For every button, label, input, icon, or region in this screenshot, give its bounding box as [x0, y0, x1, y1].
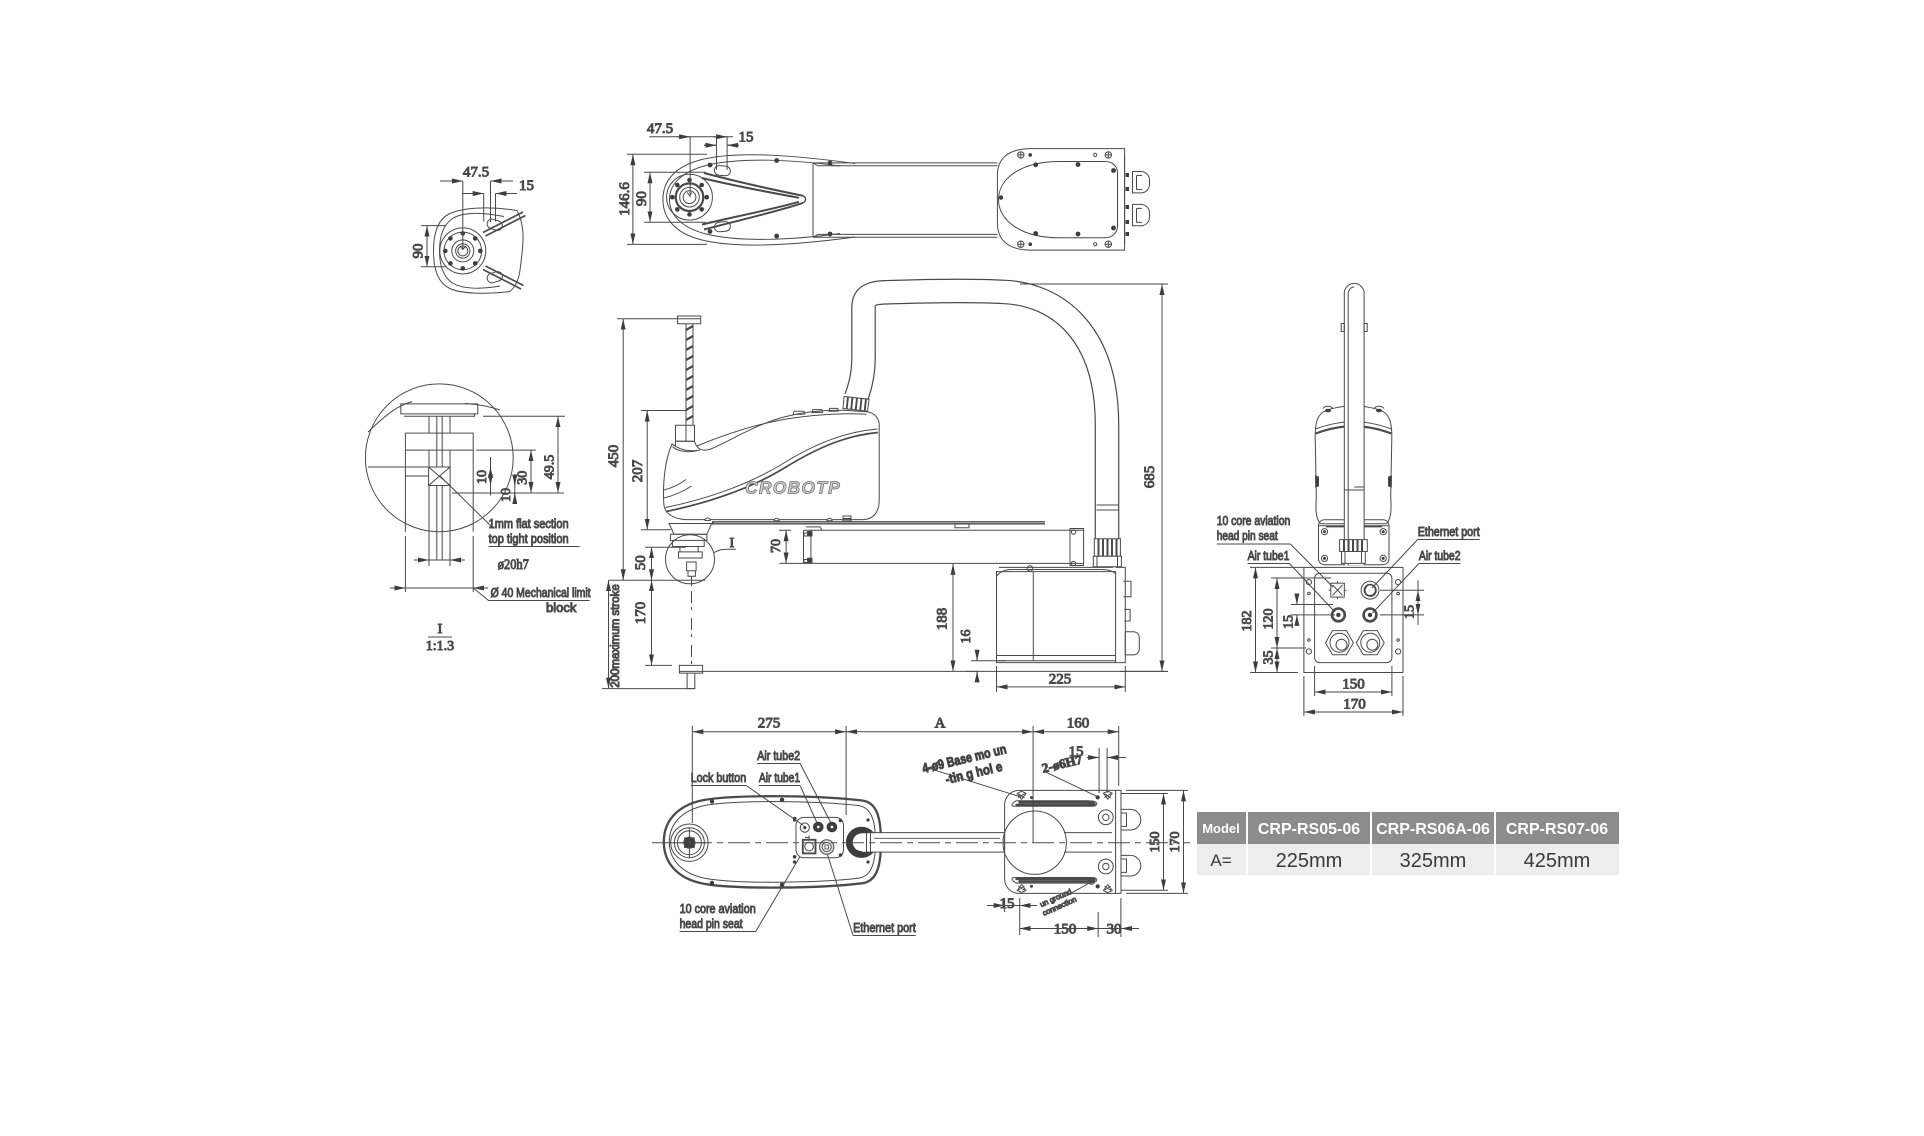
svg-text:top tight position: top tight position [489, 531, 569, 546]
svg-text:I: I [730, 536, 735, 551]
svg-text:15: 15 [739, 129, 754, 145]
svg-text:CRP-RS07-06: CRP-RS07-06 [1506, 821, 1608, 838]
svg-text:15: 15 [1403, 605, 1418, 619]
svg-text:35: 35 [1262, 651, 1277, 665]
svg-text:30: 30 [1107, 922, 1122, 938]
svg-text:90: 90 [411, 244, 427, 259]
svg-text:50: 50 [633, 555, 649, 570]
svg-text:120: 120 [1262, 609, 1277, 630]
svg-text:47.5: 47.5 [647, 121, 673, 137]
svg-text:49.5: 49.5 [543, 455, 558, 480]
svg-text:Ethernet port: Ethernet port [853, 920, 916, 935]
svg-text:Air tube1: Air tube1 [1248, 548, 1290, 563]
svg-text:ø20h7: ø20h7 [498, 557, 529, 573]
svg-text:Air tube2: Air tube2 [757, 748, 800, 763]
svg-text:170: 170 [1168, 832, 1183, 853]
svg-text:450: 450 [606, 445, 622, 468]
svg-text:CRP-RS05-06: CRP-RS05-06 [1258, 821, 1360, 838]
svg-text:15: 15 [1000, 896, 1015, 912]
svg-text:425mm: 425mm [1524, 850, 1591, 872]
svg-text:47.5: 47.5 [463, 165, 489, 181]
svg-text:15: 15 [1282, 615, 1297, 629]
svg-text:90: 90 [634, 191, 650, 206]
svg-text:150: 150 [1054, 922, 1077, 938]
svg-text:325mm: 325mm [1400, 850, 1467, 872]
svg-text:1:1.3: 1:1.3 [426, 639, 454, 654]
svg-text:225mm: 225mm [1276, 850, 1343, 872]
svg-text:A: A [935, 716, 946, 732]
svg-text:Air tube2: Air tube2 [1419, 548, 1461, 563]
svg-text:200maximum stroke: 200maximum stroke [610, 584, 622, 688]
svg-text:207: 207 [630, 459, 646, 482]
svg-text:10: 10 [499, 488, 514, 502]
svg-text:150: 150 [1342, 677, 1365, 693]
svg-text:I: I [438, 622, 443, 637]
svg-text:Model: Model [1202, 821, 1240, 836]
svg-text:Lock button: Lock button [691, 770, 747, 785]
svg-text:Air tube1: Air tube1 [759, 770, 800, 785]
svg-text:1mm flat section: 1mm flat section [489, 516, 569, 531]
svg-text:225: 225 [1049, 672, 1072, 688]
svg-text:146.6: 146.6 [617, 182, 633, 216]
svg-text:150: 150 [1148, 832, 1163, 853]
svg-text:15: 15 [1069, 744, 1084, 760]
svg-text:head pin seat: head pin seat [680, 916, 743, 931]
svg-text:10: 10 [475, 470, 490, 484]
svg-text:685: 685 [1142, 466, 1158, 489]
svg-text:10 core aviation: 10 core aviation [680, 901, 756, 916]
svg-text:70: 70 [769, 539, 784, 553]
svg-text:275: 275 [758, 716, 781, 732]
svg-text:182: 182 [1240, 611, 1255, 632]
svg-text:CRP-RS06A-06: CRP-RS06A-06 [1376, 821, 1490, 838]
svg-text:188: 188 [935, 608, 951, 631]
svg-text:30: 30 [516, 471, 531, 485]
svg-text:170: 170 [1343, 697, 1366, 713]
svg-text:16: 16 [959, 630, 974, 644]
svg-text:A=: A= [1210, 851, 1231, 870]
svg-text:Ø 40 Mechanical limit: Ø 40 Mechanical limit [491, 585, 591, 600]
svg-text:Ethernet port: Ethernet port [1418, 524, 1480, 539]
svg-text:head pin seat: head pin seat [1217, 528, 1278, 543]
svg-text:10 core aviation: 10 core aviation [1217, 513, 1291, 528]
svg-text:block: block [546, 600, 577, 615]
svg-text:15: 15 [519, 178, 534, 194]
svg-text:2-ø6H7: 2-ø6H7 [1040, 751, 1084, 775]
svg-text:170: 170 [633, 602, 649, 625]
svg-text:CROBOTP: CROBOTP [745, 478, 841, 498]
svg-text:160: 160 [1067, 716, 1090, 732]
